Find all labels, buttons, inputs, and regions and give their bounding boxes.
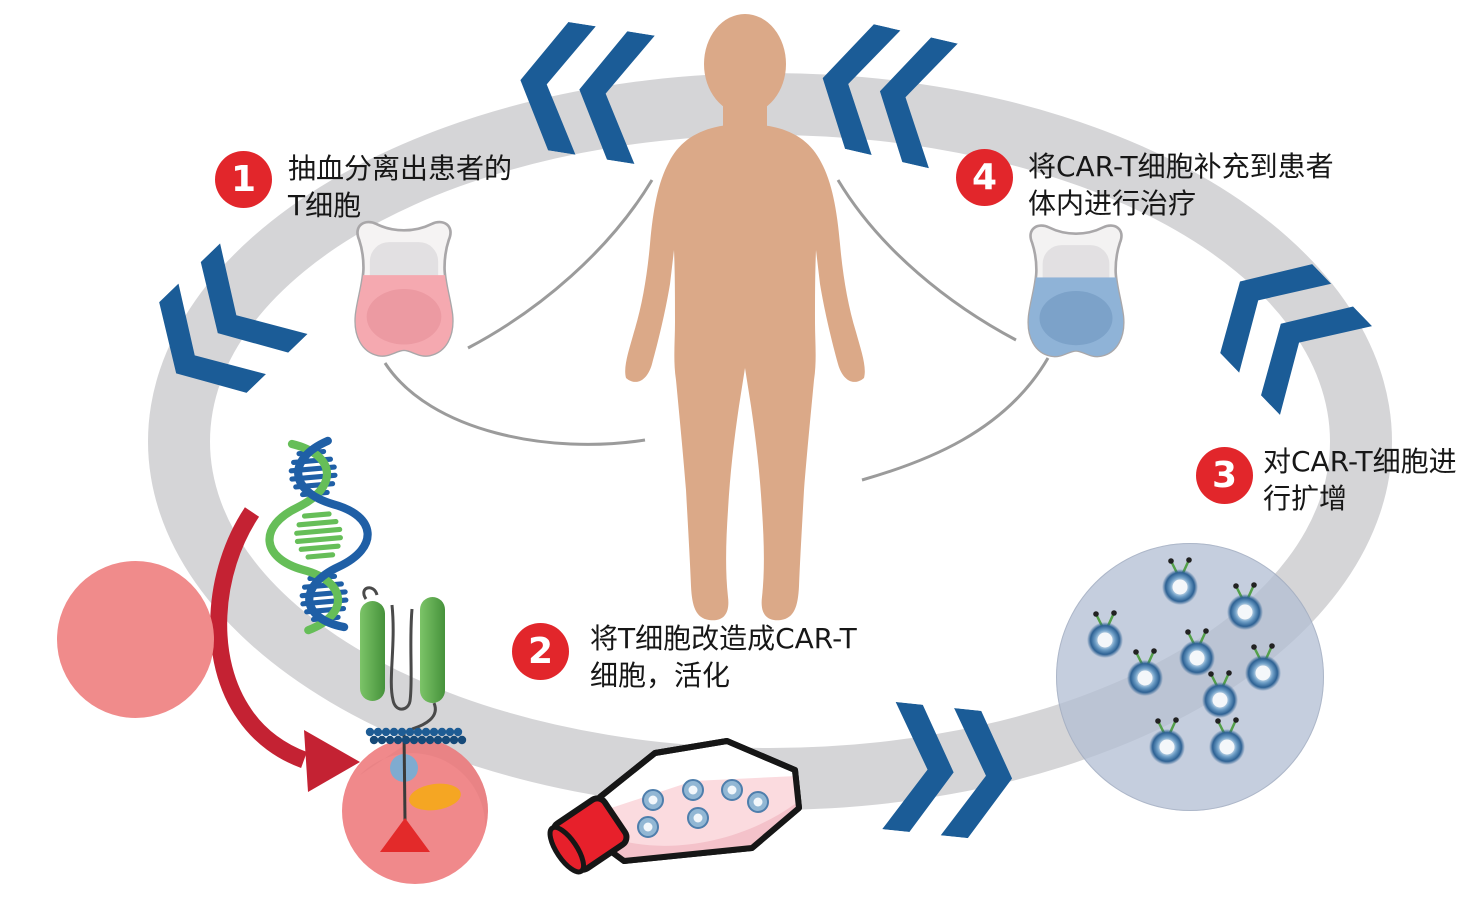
receptor-wire	[362, 586, 437, 731]
flask-cells	[637, 779, 769, 838]
blood-bag-blue-icon	[1027, 224, 1125, 358]
cell-body	[342, 738, 488, 884]
chevron-right-icon	[1220, 264, 1373, 415]
step-2-badge: 2	[512, 623, 569, 680]
cell-organelle	[409, 783, 461, 811]
chevron-bottom-right-icon	[882, 701, 1013, 839]
step-1-number: 1	[230, 159, 257, 200]
blood-bag-pink-icon	[354, 220, 454, 357]
step-3-badge: 3	[1196, 447, 1253, 504]
t-cell-icon	[57, 561, 214, 718]
step-3-number: 3	[1211, 455, 1238, 496]
scfv-capsule-right	[420, 597, 445, 703]
expanded-cells	[1085, 555, 1283, 767]
culture-flask-icon	[547, 738, 802, 875]
step-1-badge: 1	[215, 151, 272, 208]
membrane-beads	[365, 727, 467, 745]
chevron-top-left-icon	[520, 21, 655, 165]
step-2-number: 2	[527, 631, 554, 672]
step-4-label: 将CAR-T细胞补充到患者 体内进行治疗	[1028, 150, 1334, 220]
step-4-number: 4	[971, 157, 998, 198]
chevron-left-icon	[159, 243, 308, 393]
dna-helix-icon	[265, 436, 372, 635]
car-t-cell-icon	[342, 586, 488, 884]
step-3-label: 对CAR-T细胞进 行扩增	[1263, 445, 1457, 515]
patient-figure	[625, 14, 865, 621]
step-2-label: 将T细胞改造成CAR-T 细胞，活化	[590, 622, 857, 692]
flask-cap	[547, 795, 630, 875]
step-4-badge: 4	[956, 149, 1013, 206]
chevron-top-right-icon	[822, 24, 958, 169]
step-1-label: 抽血分离出患者的 T细胞	[288, 152, 513, 222]
scfv-capsule-left	[360, 601, 385, 701]
signaling-domain-triangle	[380, 818, 430, 852]
curved-arrow-icon	[210, 507, 360, 792]
